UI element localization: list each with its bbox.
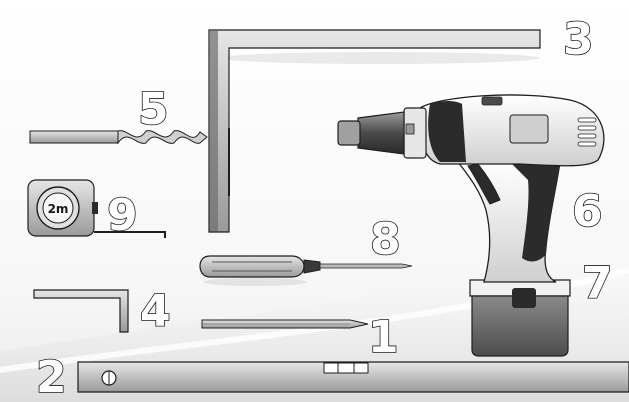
item-number-3: 3 [563,14,594,65]
item-number-5: 5 [138,84,169,135]
item-number-2: 2 [36,352,67,402]
item-number-9: 9 [107,190,138,241]
drill-bit [29,130,208,145]
screwdriver [199,255,413,286]
item-number-4: 4 [140,286,171,337]
item-number-8: 8 [370,214,401,265]
cordless-drill [337,94,605,283]
tape-measure-label: 2m [48,202,69,216]
item-number-7: 7 [582,258,613,309]
pencil [201,319,369,329]
spirit-level [77,361,629,393]
item-number-6: 6 [572,186,603,237]
drill-battery [469,279,571,357]
tape-measure: 2m [27,179,166,238]
item-number-1: 1 [368,312,399,363]
carpenter-square [208,29,541,233]
hex-key [33,289,129,333]
